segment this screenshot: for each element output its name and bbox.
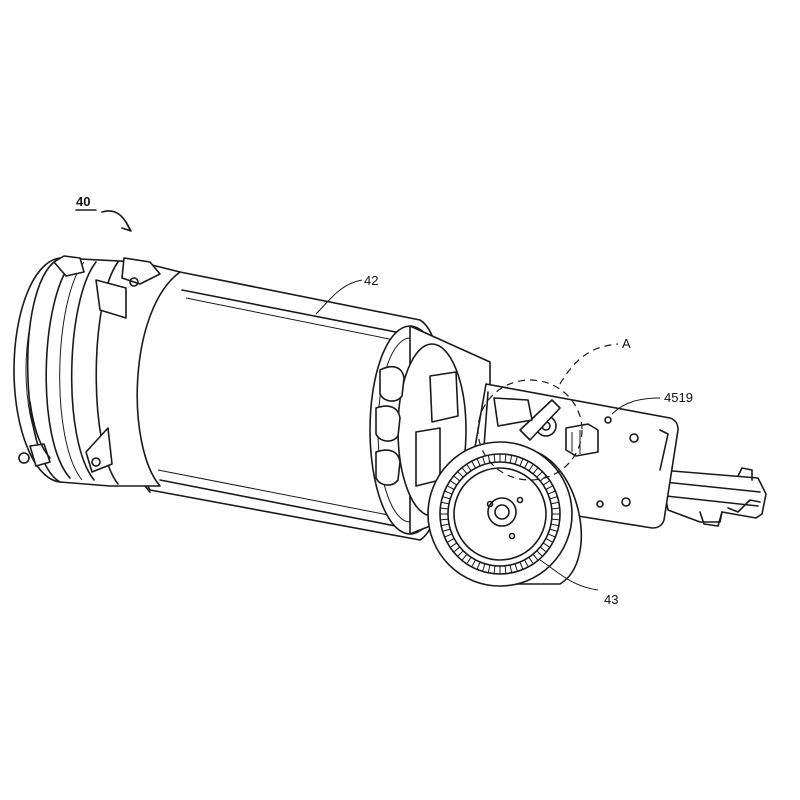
leader-40 — [101, 210, 131, 231]
slide-rail — [659, 467, 767, 527]
leader-4519 — [611, 397, 661, 415]
leader-42 — [315, 279, 363, 315]
leader-43 — [539, 559, 599, 591]
label-gear: 43 — [604, 592, 618, 607]
label-housing: 42 — [364, 273, 378, 288]
gear-disc — [427, 441, 582, 587]
gear-teeth — [440, 454, 560, 574]
detail-leader — [559, 343, 619, 385]
label-board: 4519 — [664, 390, 693, 405]
detail-circle — [477, 379, 583, 481]
end-cap — [13, 255, 181, 487]
leader-40-arrow — [121, 221, 132, 232]
label-assembly: 40 — [76, 194, 90, 209]
label-detail: A — [622, 336, 631, 351]
